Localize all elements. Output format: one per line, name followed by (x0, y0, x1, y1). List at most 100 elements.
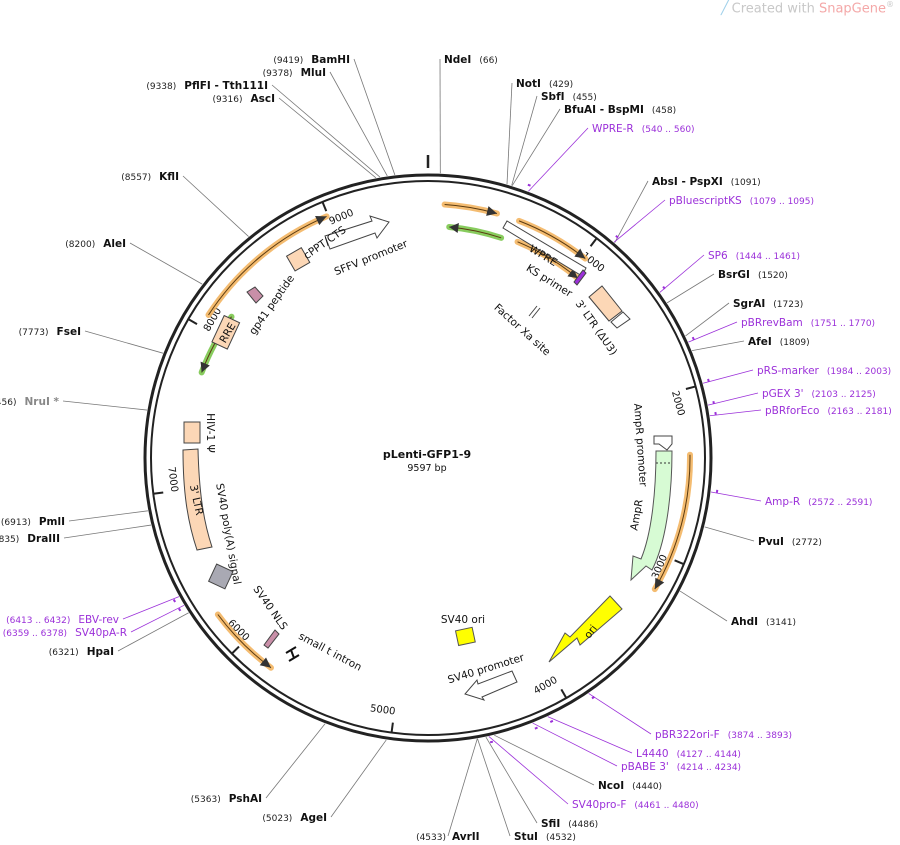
site-position: (2772) (792, 538, 822, 548)
primer-binding-mark (662, 285, 666, 290)
site-label: (9316)AscI (213, 93, 275, 105)
enzyme-suffix: - PspXI (678, 176, 723, 188)
enzyme-name: BsrGI (718, 269, 750, 281)
orange-arc-1-head (486, 206, 497, 216)
ampr-feature (630, 450, 673, 582)
bp-tick-label: 5000 (369, 703, 396, 717)
site-position: (1809) (780, 338, 810, 348)
primer-name: pBluescriptKS (669, 195, 742, 207)
green-arc-1-head (449, 223, 459, 233)
primer-label: SV40pro-F(4461 .. 4480) (572, 799, 699, 811)
wpre-feature (502, 220, 587, 277)
primer-position: (1751 .. 1770) (811, 319, 875, 329)
site-label: AhdI(3141) (731, 616, 796, 628)
site-position: (6321) (49, 648, 79, 658)
gray-feature (207, 563, 234, 590)
enzyme-name: NdeI (444, 54, 471, 66)
enzyme-name: BamHI (311, 54, 350, 66)
site-position: (9378) (263, 69, 293, 79)
enzyme-name: NcoI (598, 780, 624, 792)
site-position: (8557) (121, 173, 151, 183)
primer-position: (1079 .. 1095) (750, 197, 814, 207)
primer-binding-mark (527, 183, 531, 187)
primer-leader-line (710, 491, 762, 502)
site-position: (7456) (0, 398, 17, 408)
primer-label: L4440(4127 .. 4144) (636, 748, 741, 760)
small-t-intron-feature (285, 646, 300, 662)
rre-feature (211, 314, 241, 350)
bp-tick-label: 4000 (532, 675, 560, 697)
enzyme-name: MluI (301, 67, 326, 79)
orange-arc-4-core (654, 454, 691, 590)
site-leader-line (511, 108, 561, 186)
primer-label: pBABE 3'(4214 .. 4234) (621, 761, 741, 773)
site-leader-line (685, 302, 730, 337)
orange-arc-6-head (315, 216, 327, 226)
site-position: (6835) (0, 535, 19, 545)
site-position: (4532) (546, 833, 576, 843)
enzyme-name: HpaI (87, 646, 114, 658)
site-label: AvrII (452, 831, 480, 843)
brand-mark: ® (886, 0, 894, 9)
site-label: AfeI(1809) (748, 336, 810, 348)
primer-label: SP6(1444 .. 1461) (708, 250, 800, 262)
bp-tick-7000 (153, 491, 164, 495)
primer-leader-line (709, 409, 762, 417)
enzyme-name: NotI (516, 78, 541, 90)
primer-name: pBRforEco (765, 405, 819, 417)
enzyme-name: PvuI (758, 536, 784, 548)
orange-arc-4-head (654, 577, 665, 590)
bp-tick-5000 (390, 722, 394, 733)
sv40-ori-feature (454, 626, 476, 647)
site-leader-line (679, 590, 728, 622)
site-leader-line (614, 180, 649, 243)
site-position: (4486) (568, 820, 598, 830)
primer-label: WPRE-R(540 .. 560) (592, 123, 695, 135)
primer-label: pBR322ori-F(3874 .. 3893) (655, 729, 792, 741)
site-label: StuI(4532) (514, 831, 576, 843)
enzyme-name: AhdI (731, 616, 758, 628)
primer-label: (6413 .. 6432) EBV-rev (6, 614, 119, 626)
primer-name: SV40pro-F (572, 799, 626, 811)
site-label: (9419)BamHI (273, 54, 350, 66)
site-leader-line (704, 526, 755, 542)
primer-position: (6413 .. 6432) (6, 616, 70, 626)
ampr-promoter-feature (653, 435, 673, 451)
enzyme-name: AgeI (300, 812, 327, 824)
enzyme-name: AvrII (452, 831, 480, 843)
sffv-promoter-feature (324, 215, 390, 250)
site-label: (7456)NruI * (0, 396, 60, 408)
primer-leader-line (707, 392, 759, 406)
primer-leader-line (702, 369, 754, 384)
site-label: SgrAI(1723) (733, 298, 803, 310)
enzyme-name: PmlI (39, 516, 65, 528)
site-leader-line (494, 734, 595, 786)
primer-binding-mark (549, 719, 554, 723)
bp-tick-1000 (589, 237, 598, 247)
bp-tick-2000 (685, 385, 696, 390)
site-label: SbfI(455) (541, 91, 597, 103)
bp-tick-label: 7000 (165, 466, 179, 493)
primer-binding-mark (712, 400, 715, 405)
enzyme-name: DraIII (27, 533, 60, 545)
enzyme-name: AscI (250, 93, 275, 105)
site-label: NotI(429) (516, 78, 573, 90)
primer-name: EBV-rev (78, 614, 119, 626)
site-label: (7773)FseI (19, 326, 81, 338)
site-leader-line (691, 340, 745, 351)
enzyme-name: FseI (57, 326, 81, 338)
primer-label: Amp-R(2572 .. 2591) (765, 496, 872, 508)
site-position: (9338) (146, 82, 176, 92)
site-label: (6321) HpaI (49, 646, 114, 658)
primer-position: (1444 .. 1461) (736, 252, 800, 262)
leader-lines (62, 58, 762, 837)
primer-label: pBRforEco(2163 .. 2181) (765, 405, 892, 417)
primer-label: (6359 .. 6378)SV40pA-R (3, 627, 127, 639)
feature-label: AmpR promoter (631, 403, 649, 488)
plasmid-size: 9597 bp (407, 463, 446, 474)
site-leader-line (182, 175, 249, 237)
enzyme-name: AleI (103, 238, 126, 250)
site-label: BfuAI - BspMI(458) (564, 104, 676, 116)
primer-label: pRS-marker(1984 .. 2003) (757, 365, 891, 377)
feature-label: HIV-1 Ψ (204, 413, 216, 453)
